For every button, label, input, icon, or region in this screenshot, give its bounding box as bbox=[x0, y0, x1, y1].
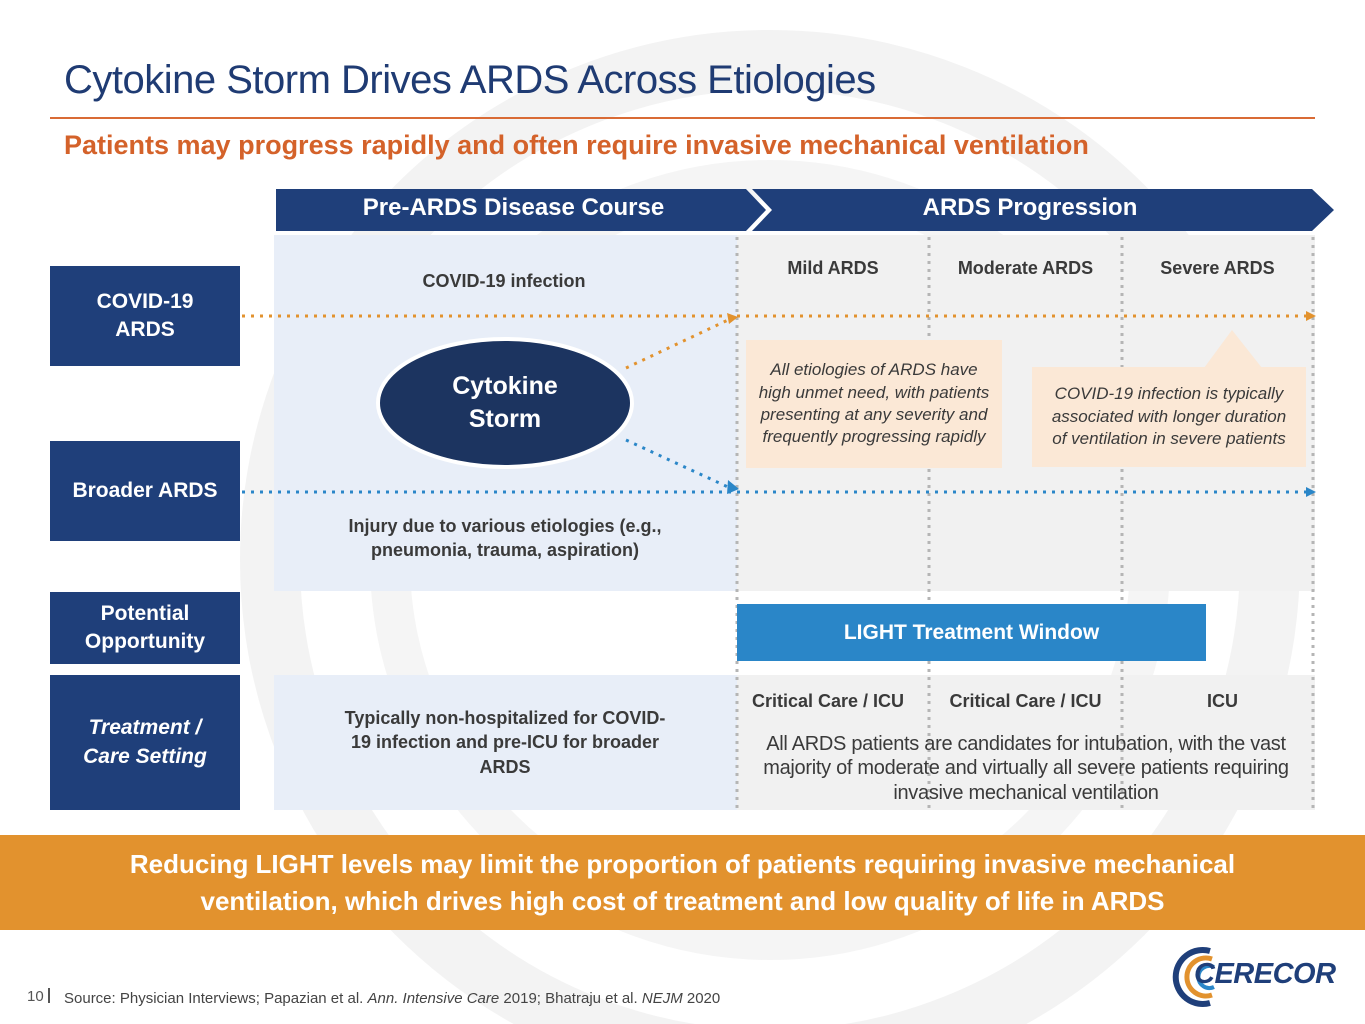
care-setting-mild: Critical Care / ICU bbox=[751, 691, 905, 711]
stage-severe-ards: Severe ARDS bbox=[1160, 258, 1275, 278]
source-journal-2: NEJM bbox=[641, 990, 683, 1007]
row-label-potential-opportunity: Potential Opportunity bbox=[50, 592, 240, 664]
cytokine-storm-ellipse bbox=[376, 337, 634, 469]
broader-ards-arrowhead bbox=[1306, 487, 1316, 497]
cytokine-to-broader-line bbox=[625, 438, 729, 489]
cytokine-to-covid-line bbox=[625, 318, 729, 370]
care-setting-severe: ICU bbox=[1207, 691, 1238, 711]
ards-setting-panel bbox=[737, 675, 1315, 810]
pre-ards-setting-panel bbox=[274, 675, 737, 810]
source-end: 2020 bbox=[682, 990, 721, 1007]
cytokine-storm-label: Cytokine Storm bbox=[452, 372, 558, 433]
page-subtitle: Patients may progress rapidly and often … bbox=[64, 130, 1089, 160]
ards-progression-chevron bbox=[752, 189, 1334, 231]
source-journal-1: Ann. Intensive Care bbox=[367, 990, 500, 1007]
intubation-note: All ARDS patients are candidates for int… bbox=[763, 733, 1289, 804]
pre-ards-care-setting: Typically non-hospitalized for COVID-19 … bbox=[344, 708, 666, 777]
injury-etiologies-label: Injury due to various etiologies (e.g., … bbox=[348, 516, 662, 561]
cytokine-broader-arrowhead bbox=[727, 480, 739, 494]
cerecor-logo-text: CERECOR bbox=[1194, 958, 1336, 990]
unmet-need-note: All etiologies of ARDS have high unmet n… bbox=[746, 340, 1002, 468]
covid-ventilation-note: COVID-19 infection is typically associat… bbox=[1032, 367, 1306, 467]
title-divider bbox=[50, 117, 1315, 119]
page-number-bar bbox=[47, 988, 50, 1003]
row-label-covid-ards: COVID-19 ARDS bbox=[50, 266, 240, 366]
header-pre-ards: Pre-ARDS Disease Course bbox=[362, 194, 665, 221]
source-prefix: Source: Physician Interviews; Papazian e… bbox=[64, 990, 368, 1007]
header-ards-progression: ARDS Progression bbox=[922, 194, 1138, 221]
stage-moderate-ards: Moderate ARDS bbox=[957, 258, 1094, 278]
row-label-broader-ards: Broader ARDS bbox=[50, 441, 240, 541]
pre-ards-chevron bbox=[276, 189, 766, 231]
page-number-value: 10 bbox=[27, 988, 44, 1005]
care-setting-moderate: Critical Care / ICU bbox=[949, 691, 1102, 711]
source-mid: 2019; Bhatraju et al. bbox=[499, 990, 642, 1007]
cytokine-covid-arrowhead bbox=[727, 313, 738, 324]
stage-mild-ards: Mild ARDS bbox=[787, 258, 879, 278]
source-citation: Source: Physician Interviews; Papazian e… bbox=[64, 990, 720, 1007]
header-chevrons bbox=[276, 189, 1334, 231]
row-label-care-setting: Treatment / Care Setting bbox=[50, 675, 240, 810]
covid-infection-label: COVID-19 infection bbox=[422, 271, 586, 291]
conclusion-banner: Reducing LIGHT levels may limit the prop… bbox=[0, 835, 1365, 930]
covid-note-pointer bbox=[1204, 330, 1262, 368]
covid-ards-arrowhead bbox=[1306, 311, 1316, 321]
page-title: Cytokine Storm Drives ARDS Across Etiolo… bbox=[64, 58, 876, 102]
cerecor-logo-icon bbox=[1172, 947, 1215, 1007]
light-treatment-window: LIGHT Treatment Window bbox=[737, 604, 1206, 661]
page-number: 10 bbox=[27, 988, 50, 1005]
